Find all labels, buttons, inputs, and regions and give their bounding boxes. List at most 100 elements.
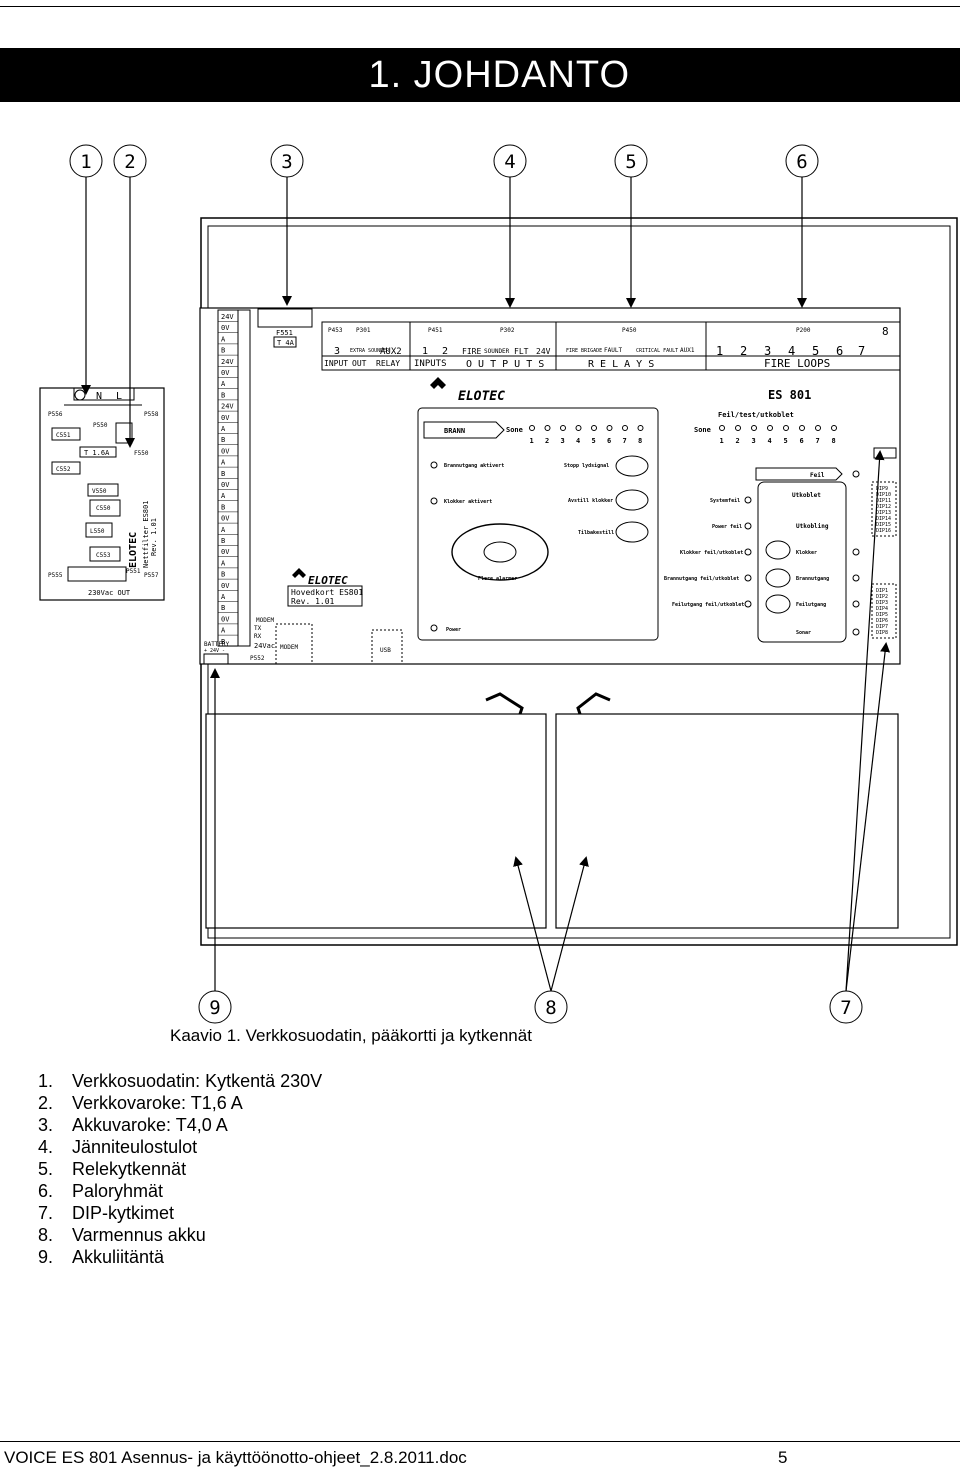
usb-label: USB [380,647,391,654]
panel-sonar: Sonar [796,630,811,636]
zone-led [606,425,613,431]
function-button [765,594,791,614]
zone2-led [799,425,805,431]
panel-klokker: Klokker aktivert [444,499,492,505]
zone2-number: 1 [720,437,724,445]
legend-item: 5.Relekytkennät [38,1158,322,1180]
legend-item-number: 8. [38,1225,54,1245]
dip-label: DIP3 [876,600,888,606]
nf-f550: F550 [134,450,149,457]
nf-p551: P551 [126,568,141,575]
dip-label: DIP12 [876,504,891,510]
fuse-value: T 4A [277,339,295,347]
zone2-led [783,425,789,431]
grp-fire-loops: FIRE LOOPS [764,357,830,370]
page-footer: VOICE ES 801 Asennus- ja käyttöönotto-oh… [0,1441,960,1467]
callout-6: 6 [796,151,807,173]
status-led-right [852,600,860,608]
zone-led [637,425,644,431]
legend-item-text: Varmennus akku [72,1225,206,1245]
callout-9: 9 [209,997,220,1019]
zone2-number: 7 [816,437,820,445]
sub-fire: FIRE [462,347,481,356]
nf-p558: P558 [144,411,159,418]
nf-label-l: L [116,391,122,402]
left-terminal-label: A [221,459,226,467]
left-terminal-label: 0V [221,324,230,332]
zone2-number: 6 [800,437,804,445]
panel-feil-test: Feil/test/utkoblet [718,411,794,419]
term-p302: P302 [500,327,515,334]
zone2-number: 5 [784,437,788,445]
legend-item-text: Verkkovaroke: T1,6 A [72,1093,243,1113]
left-terminal-label: 24V [221,313,234,321]
dip-label: DIP1 [876,588,888,594]
modem-label-2: MODEM [280,644,298,651]
zone-number: 6 [607,437,611,445]
status-led-right [852,548,860,556]
zone-led [591,425,597,431]
loop-8: 8 [882,325,889,338]
panel-brannutgang: Brannutgang aktivert [444,463,504,469]
sub-aux1: AUX1 [680,347,695,354]
nf-out: 230Vac OUT [88,589,131,597]
modem-tx: TX [254,625,262,632]
left-terminal-label: B [221,391,225,399]
zone-led [529,425,535,431]
left-terminal-label: 0V [221,369,230,377]
dip-label: DIP6 [876,618,888,624]
zone2-number: 2 [736,437,740,445]
loop-4: 4 [788,344,795,358]
loop-3: 3 [764,344,771,358]
loop-7: 7 [858,344,865,358]
panel-feilutgang-btn: Feilutgang [796,602,826,608]
sub-fire-brigade: FIRE BRIGADE [566,348,602,354]
grp-relays: R E L A Y S [588,359,654,370]
nf-p550: P550 [93,422,108,429]
panel-brann: BRANN [444,427,465,435]
legend-item-text: DIP-kytkimet [72,1203,175,1223]
dip-label: DIP16 [876,528,891,534]
section-banner: 1. JOHDANTO [0,48,960,102]
left-terminal-label: A [221,492,226,500]
zone-number: 3 [561,437,565,445]
status-led-right [852,470,860,478]
nf-c553: C553 [96,552,111,559]
panel-stopp: Stopp lydsignal [564,463,609,469]
zone2-led [831,425,837,431]
left-terminal-label: 0V [221,582,230,590]
legend-item-number: 4. [38,1137,54,1157]
left-terminal-label: B [221,347,225,355]
dip-label: DIP9 [876,486,888,492]
legend-item-number: 3. [38,1115,54,1135]
section-title: 1. JOHDANTO [368,54,630,96]
panel-systemfeil: Systemfeil [710,498,740,504]
legend-item: 1.Verkkosuodatin: Kytkentä 230V [38,1070,322,1092]
legend-item-text: Akkuliitäntä [72,1247,165,1267]
zone-led [575,425,582,431]
left-terminal-label: A [221,380,226,388]
sub-sounder: SOUNDER [484,348,510,355]
nf-c551: C551 [56,432,71,439]
panel-tilbake: Tilbakestill [578,530,614,536]
dip-label: DIP7 [876,624,888,630]
grp-out: OUT [352,359,367,368]
zone-number: 4 [576,437,580,445]
dip-label: DIP4 [876,606,888,612]
zone2-number: 8 [832,437,836,445]
zone-number: 8 [638,437,642,445]
status-led [744,548,752,556]
callout-4: 4 [504,151,515,173]
modem-p552: P552 [250,655,265,662]
legend-item: 8. Varmennus akku [38,1224,322,1246]
callout-8: 8 [545,997,556,1019]
sub-24v: 24V [536,347,551,356]
netfilter-board: N L P556 P550 P558 C551 T 1.6A F550 C552… [39,387,165,601]
left-terminal-label: 0V [221,481,230,489]
sub-in2: 2 [442,346,448,357]
panel-feil: Feil [810,472,825,479]
zone-led [544,425,551,431]
battery-right [555,713,899,929]
term-p453: P453 [328,327,343,334]
sub-aux2: AUX2 [380,347,402,357]
